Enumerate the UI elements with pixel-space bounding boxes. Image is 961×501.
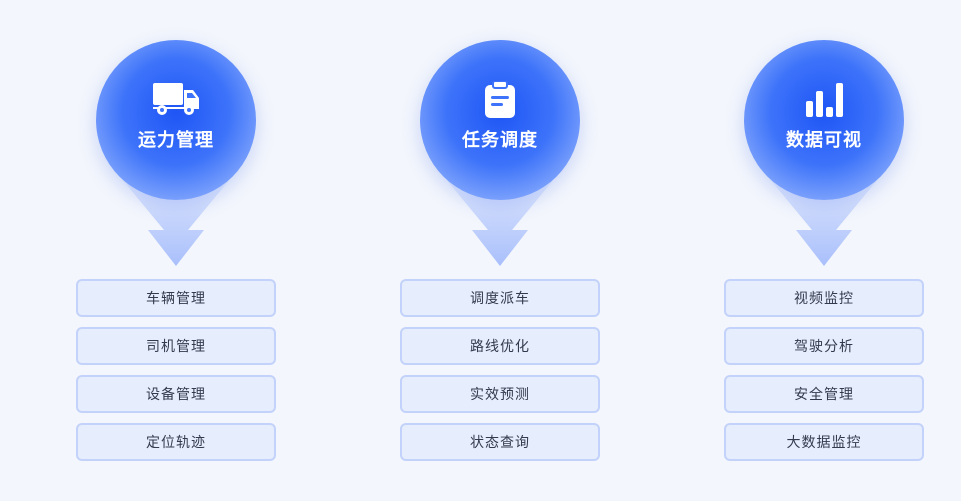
list-item[interactable]: 调度派车 (400, 279, 600, 317)
item-list: 车辆管理 司机管理 设备管理 定位轨迹 (76, 279, 276, 471)
category-circle (420, 40, 580, 200)
category-circle (744, 40, 904, 200)
item-list: 调度派车 路线优化 实效预测 状态查询 (400, 279, 600, 471)
list-item[interactable]: 视频监控 (724, 279, 924, 317)
category-title: 数据可视 (786, 130, 862, 151)
funnel-shape (116, 172, 236, 266)
list-item[interactable]: 状态查询 (400, 423, 600, 461)
list-item[interactable]: 大数据监控 (724, 423, 924, 461)
column-dispatch: 任务调度 调度派车 路线优化 实效预测 状态查询 (400, 0, 600, 501)
truck-icon (146, 81, 206, 121)
funnel-shape (440, 172, 560, 266)
list-item[interactable]: 车辆管理 (76, 279, 276, 317)
list-item[interactable]: 设备管理 (76, 375, 276, 413)
list-item[interactable]: 定位轨迹 (76, 423, 276, 461)
list-item[interactable]: 驾驶分析 (724, 327, 924, 365)
item-list: 视频监控 驾驶分析 安全管理 大数据监控 (724, 279, 924, 471)
funnel-shape (764, 172, 884, 266)
list-item[interactable]: 实效预测 (400, 375, 600, 413)
bar-chart-icon (794, 81, 854, 121)
category-circle (96, 40, 256, 200)
list-item[interactable]: 安全管理 (724, 375, 924, 413)
category-title: 任务调度 (462, 130, 538, 151)
clipboard-icon (470, 81, 530, 121)
column-capacity: 运力管理 车辆管理 司机管理 设备管理 定位轨迹 (76, 0, 276, 501)
list-item[interactable]: 路线优化 (400, 327, 600, 365)
list-item[interactable]: 司机管理 (76, 327, 276, 365)
column-visualization: 数据可视 视频监控 驾驶分析 安全管理 大数据监控 (724, 0, 924, 501)
category-title: 运力管理 (138, 130, 214, 151)
